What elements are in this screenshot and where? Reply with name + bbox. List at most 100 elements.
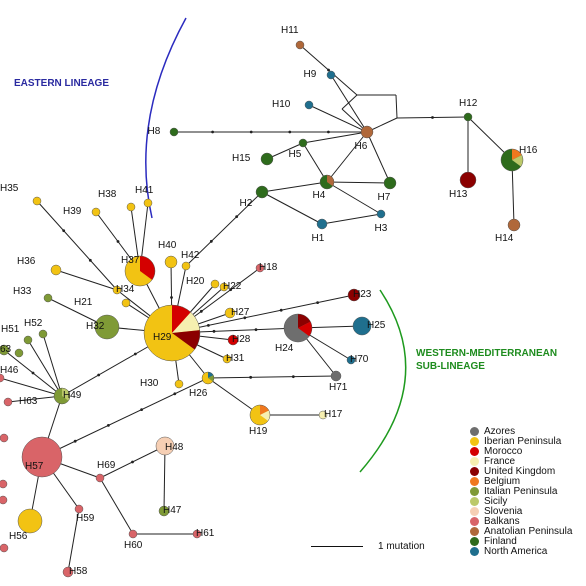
legend-label: United Kingdom [484,465,556,477]
mutation-mark [88,258,92,262]
legend-label: Balkans [484,515,520,527]
haplotype-label: H34 [116,284,135,295]
haplotype-node-h57 [21,436,63,478]
haplotype-label: H28 [232,334,251,345]
haplotype-label: H23 [353,289,372,300]
haplotype-label: H25 [367,320,386,331]
edge-H49-H51 [27,339,63,397]
haplotype-label: H37 [121,255,140,266]
western-lineage-arc [359,289,407,473]
haplotype-node-unlabeled [0,433,9,443]
haplotype-label: H19 [249,426,268,437]
legend-label: France [484,455,516,467]
haplotype-label: H12 [459,98,478,109]
mutation-mark [62,229,66,233]
mutation-mark [327,68,330,72]
haplotype-label: H21 [74,297,93,308]
haplotype-node-h34 [112,285,122,295]
legend-swatch [470,506,479,516]
haplotype-node-h37 [124,255,156,287]
legend-swatch [470,486,479,496]
legend-swatch [470,446,479,456]
mutation-mark [173,392,177,396]
mutation-mark [212,329,216,333]
legend-item-uk: United Kingdom [470,465,572,477]
mutation-mark [249,130,253,134]
haplotype-label: H36 [17,256,36,267]
haplotype-label: H10 [272,99,291,110]
haplotype-node-h11 [295,40,305,50]
haplotype-node-h40 [164,255,178,269]
haplotype-node-h9 [326,70,336,80]
edge-H4-H3 [326,181,382,215]
western-mediterranean-label: WESTERN-MEDITERRANEAN SUB-LINEAGE [416,348,557,373]
legend-label: Belgium [484,475,521,487]
edge-H34-H35 [36,200,118,291]
haplotype-label: H13 [449,189,468,200]
haplotype-node-h51 [23,335,33,345]
edge-H59-H58 [67,508,80,573]
edge-H49-H52 [42,333,63,397]
haplotype-node-h10 [304,100,314,110]
edge-H7-H4 [326,181,391,184]
western-label-line-1: WESTERN-MEDITERRANEAN [416,348,558,359]
haplotype-node-h7 [383,176,397,190]
mutation-mark [31,371,35,375]
edge-H69-H60 [99,477,134,535]
haplotype-label: H70 [350,354,369,365]
haplotype-node-h13 [459,171,477,189]
haplotype-label: H46 [0,365,19,376]
mutation-mark [116,240,120,243]
legend-swatch [470,426,479,436]
legend-item-anatolia: Anatolian Peninsula [470,525,573,537]
haplotype-node-h25 [352,316,372,336]
haplotype-node-h2 [255,185,269,199]
haplotype-node-h71 [330,370,342,382]
haplotype-label: H41 [135,185,154,196]
haplotype-label: H42 [181,250,200,261]
haplotype-node-h6 [360,125,374,139]
edge-H10-H6 [308,104,368,133]
eastern-lineage-label: EASTERN LINEAGE [14,78,110,89]
edge-H5-H6 [302,131,368,144]
mutation-mark [170,296,173,299]
haplotype-node-h41 [143,198,153,208]
legend-swatch [470,476,479,486]
legend-item-france: France [470,455,572,467]
haplotype-node-h32 [94,314,120,340]
legend-label: Morocco [484,445,523,457]
haplotype-node-h33 [43,293,53,303]
mutation-mark [288,130,292,134]
legend-swatch [470,546,479,556]
legend-label: Anatolian Peninsula [484,525,573,537]
haplotype-label: 63 [0,344,12,355]
edge-M3-M4 [395,94,398,119]
mutation-mark [249,375,253,379]
haplotype-label: H20 [186,276,205,287]
legend-item-italy: Italian Peninsula [470,486,572,497]
haplotype-node-h60 [128,529,138,539]
haplotype-node-63 [0,344,10,356]
mutation-mark [229,288,233,292]
legend-item-balkans: Balkans [470,515,572,527]
legend-item-azores: Azores [470,426,572,437]
edge-H48-H47 [163,445,166,512]
haplotype-node-h46 [0,373,5,383]
haplotype-node-unlabeled [14,348,24,358]
mutation-mark [97,373,101,377]
edge-H1-H3 [321,213,382,225]
haplotype-node-h18 [255,263,265,273]
haplotype-node-h59 [74,504,84,514]
network-edges [0,44,515,573]
haplotype-node-h28 [227,334,239,346]
haplotype-label: H4 [312,190,326,201]
haplotype-node-h48 [155,436,175,456]
haplotype-node-h23 [347,288,361,302]
legend-swatch [470,436,479,446]
haplotype-node-h69 [95,473,105,483]
haplotype-label: H7 [377,192,391,203]
legend-swatch [470,496,479,506]
haplotype-node-h70 [346,355,356,365]
mutation-mark [279,308,283,312]
